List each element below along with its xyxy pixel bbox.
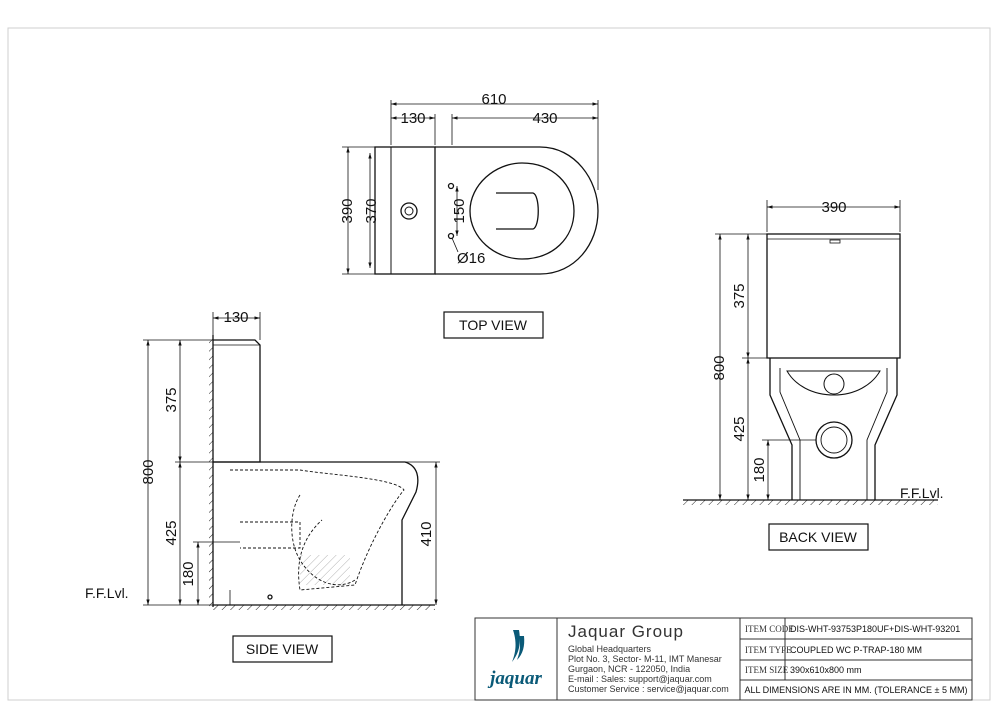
side-view-label: SIDE VIEW	[246, 641, 319, 657]
page-frame	[7, 27, 991, 701]
dim-side-outlet-height: 180	[180, 561, 197, 586]
back-view	[683, 200, 938, 505]
item-type-key: ITEM TYPE	[745, 645, 792, 655]
side-floor-level-label: F.F.Lvl.	[85, 585, 129, 601]
address-line-4: E-mail : Sales: support@jaquar.com	[568, 674, 712, 684]
dim-back-outlet-height: 180	[751, 457, 768, 482]
back-floor-level-label: F.F.Lvl.	[900, 485, 944, 501]
item-size-value: 390x610x800 mm	[790, 665, 862, 675]
address-line-3: Gurgaon, NCR - 122050, India	[568, 664, 690, 674]
dim-back-width: 390	[821, 199, 846, 216]
dim-top-tank-width: 370	[363, 198, 380, 223]
dim-side-tank-depth: 130	[223, 309, 248, 326]
fixing-hole-icon	[447, 182, 455, 190]
dim-side-height: 800	[140, 459, 157, 484]
tolerance-note: ALL DIMENSIONS ARE IN MM. (TOLERANCE ± 5…	[745, 685, 968, 695]
side-view	[143, 312, 440, 610]
brand-wordmark: jaquar	[487, 668, 542, 689]
item-type-value: COUPLED WC P-TRAP-180 MM	[790, 645, 922, 655]
back-view-pan	[769, 358, 898, 500]
address-line-1: Global Headquarters	[568, 644, 652, 654]
back-view-label: BACK VIEW	[779, 529, 858, 545]
dim-top-width: 390	[339, 198, 356, 223]
dim-back-pan-height: 425	[731, 416, 748, 441]
dim-back-tank-height: 375	[731, 283, 748, 308]
item-code-key: ITEM CODE	[745, 624, 794, 634]
title-block	[474, 617, 973, 701]
dim-top-hole-spacing: 150	[451, 198, 468, 223]
back-view-label-box	[768, 523, 869, 551]
jaquar-logo: jaquar	[487, 630, 542, 689]
top-view-label: TOP VIEW	[459, 317, 528, 333]
top-view-bowl	[435, 146, 599, 275]
item-code-value: DIS-WHT-93753P180UF+DIS-WHT-93201	[790, 624, 960, 634]
dim-top-overall: 610	[481, 91, 506, 108]
top-view-label-box	[443, 311, 544, 339]
address-line-2: Plot No. 3, Sector- M-11, IMT Manesar	[568, 654, 722, 664]
top-view	[342, 100, 599, 275]
back-view-tank	[766, 233, 901, 359]
dim-side-pan-height: 425	[163, 520, 180, 545]
company-name: Jaquar Group	[568, 622, 684, 641]
top-view-tank	[374, 146, 436, 275]
dim-top-tank-depth: 130	[400, 110, 425, 127]
address-line-5: Customer Service : service@jaquar.com	[568, 684, 729, 694]
fixing-hole-icon	[447, 232, 455, 240]
dim-top-hole-diameter: Ø16	[457, 250, 485, 267]
item-size-key: ITEM SIZE	[745, 665, 789, 675]
dim-top-bowl-length: 430	[532, 110, 557, 127]
flush-button-icon	[400, 202, 418, 220]
side-view-label-box	[232, 635, 333, 663]
dim-back-height: 800	[711, 355, 728, 380]
dim-side-seat-height: 410	[418, 521, 435, 546]
side-view-tank	[213, 339, 261, 463]
dim-side-tank-height: 375	[163, 387, 180, 412]
